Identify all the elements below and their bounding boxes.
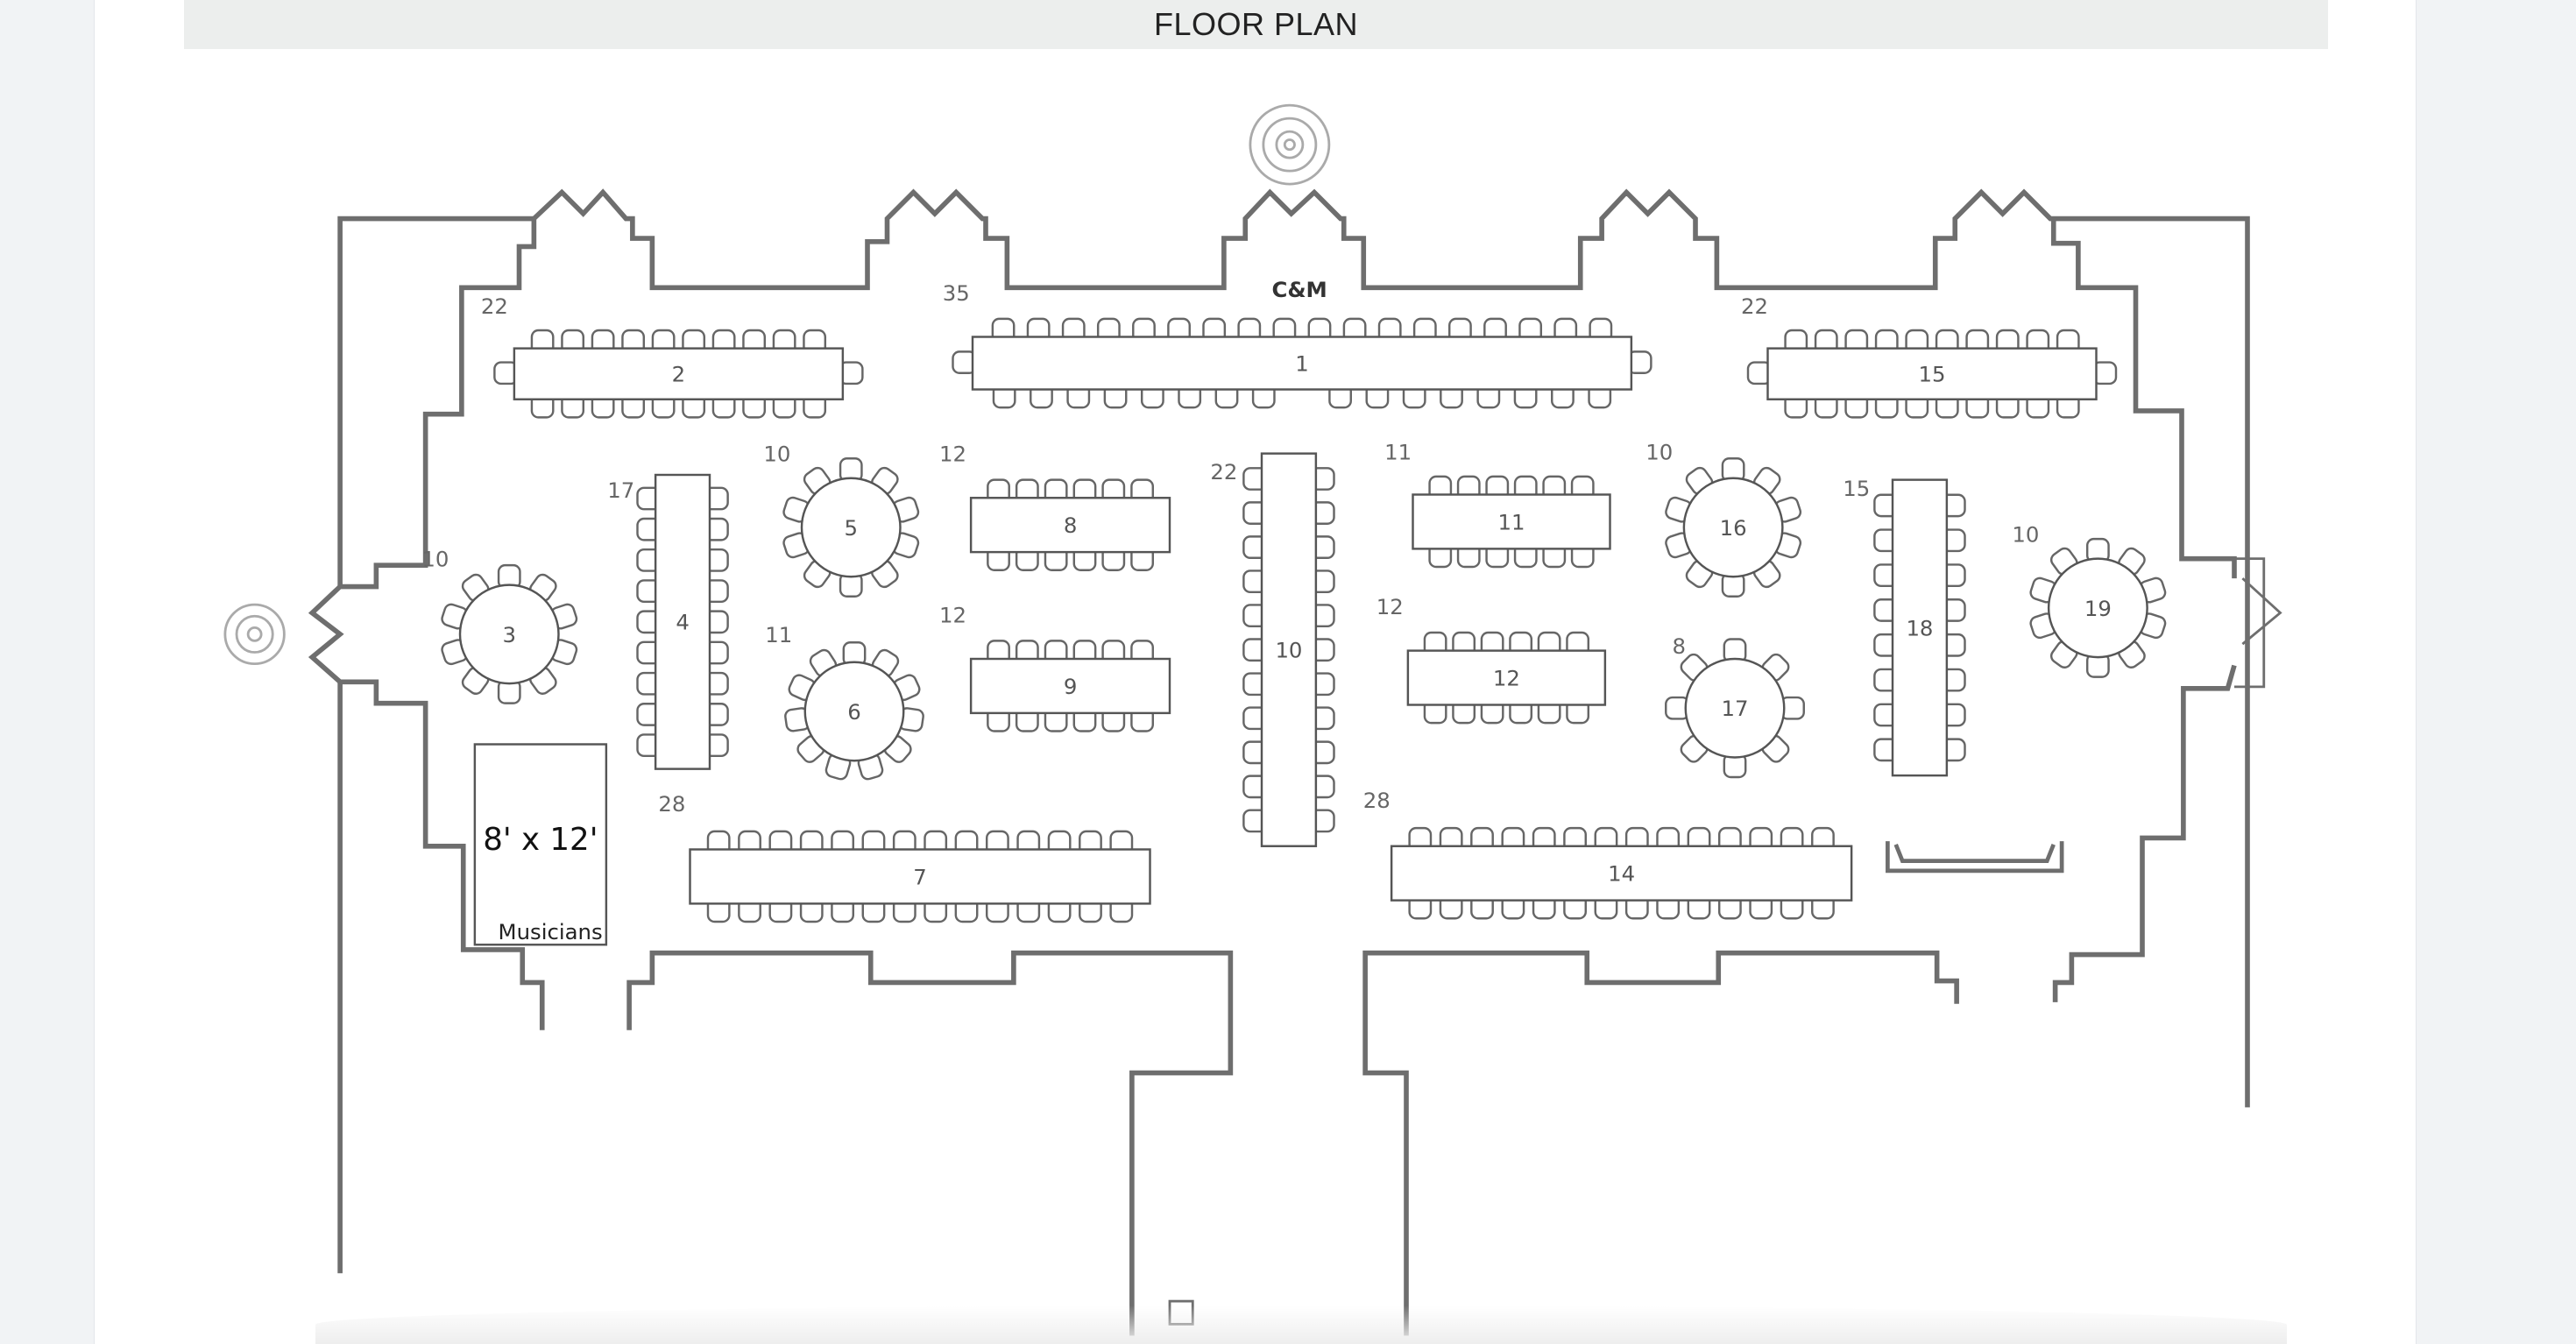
table-3[interactable]: 3 10 — [421, 547, 578, 704]
seat-count: 10 — [1645, 440, 1673, 465]
table-number: 15 — [1919, 362, 1946, 387]
table-4[interactable]: 4 17 — [607, 473, 729, 770]
table-number: 16 — [1720, 515, 1747, 541]
table-top — [1682, 477, 1784, 578]
stage-size: 8' x 12' — [483, 822, 598, 858]
table-top — [1260, 452, 1318, 847]
table-9[interactable]: 9 12 — [939, 602, 1171, 732]
seat-count: 28 — [658, 791, 685, 817]
seat-count: 12 — [939, 602, 966, 627]
bottom-wall-left — [626, 950, 1234, 1336]
table-number: 18 — [1906, 615, 1933, 640]
table-top — [971, 336, 1633, 391]
walls — [308, 188, 2282, 1336]
table-number: 5 — [845, 515, 859, 541]
table-number: 14 — [1608, 861, 1635, 887]
tables: 1352223104175106117288129121022111112121… — [421, 280, 2167, 923]
table-number: 2 — [672, 362, 686, 387]
seat-count: 12 — [939, 442, 966, 467]
table-number: 6 — [847, 699, 861, 725]
table-number: 10 — [1275, 638, 1302, 663]
seat-count: 28 — [1363, 788, 1391, 813]
bar-counter — [1886, 841, 2064, 874]
table-top — [1891, 478, 1949, 777]
section-title: FLOOR PLAN — [1153, 6, 1359, 42]
inner-wall-left — [308, 218, 545, 1030]
table-top — [1766, 347, 2098, 400]
table-11[interactable]: 11 11 — [1384, 440, 1611, 569]
seat-count: 17 — [607, 477, 634, 503]
musicians-stage: 8' x 12' Musicians — [473, 743, 608, 946]
speaker-target-top — [1249, 103, 1331, 186]
table-number: 9 — [1064, 674, 1078, 699]
seat-count: 12 — [1376, 594, 1404, 619]
table-7[interactable]: 7 28 — [658, 791, 1151, 923]
seat-count: 35 — [943, 280, 970, 306]
table-number: 11 — [1498, 509, 1525, 534]
table-top — [2047, 557, 2148, 659]
seat-count: 10 — [2012, 521, 2039, 547]
bottom-shadow — [315, 1305, 2287, 1344]
seat-count: 22 — [1210, 459, 1237, 485]
speaker-target-left — [223, 603, 286, 666]
table-top — [513, 347, 845, 400]
stage-label: Musicians — [499, 919, 603, 944]
table-12[interactable]: 12 12 — [1376, 594, 1607, 725]
table-top — [689, 848, 1151, 905]
table-top — [1390, 845, 1853, 902]
table-number: 7 — [913, 864, 927, 889]
seat-count: 22 — [1741, 294, 1768, 319]
table-top — [800, 477, 902, 578]
table-number: 17 — [1722, 696, 1749, 721]
table-number: 4 — [676, 610, 690, 635]
table-top — [969, 497, 1171, 554]
table-10[interactable]: 10 22 — [1210, 452, 1335, 847]
bottom-wall-right — [1362, 950, 1959, 1336]
inner-wall-right — [2050, 218, 2237, 1002]
seat-count: 11 — [765, 622, 792, 647]
table-8[interactable]: 8 12 — [939, 442, 1171, 571]
seat-count: 10 — [421, 547, 449, 572]
table-number: 8 — [1064, 513, 1078, 538]
head-table-label: C&M — [1271, 277, 1327, 302]
seat-count: 15 — [1843, 476, 1870, 501]
table-number: 1 — [1295, 350, 1309, 376]
seat-count: 22 — [481, 294, 508, 319]
table-top — [969, 657, 1171, 715]
table-14[interactable]: 14 28 — [1363, 788, 1853, 920]
seat-count: 8 — [1673, 633, 1687, 659]
table-5[interactable]: 5 10 — [763, 442, 920, 598]
table-1[interactable]: 1 35 — [943, 280, 1652, 409]
table-17[interactable]: 17 8 — [1665, 633, 1805, 779]
outer-wall-left — [337, 216, 534, 1274]
section-header: FLOOR PLAN — [184, 0, 2328, 49]
table-number: 3 — [503, 622, 517, 647]
table-top — [1406, 649, 1607, 706]
table-top — [458, 584, 560, 685]
table-6[interactable]: 6 11 — [765, 622, 924, 781]
table-top — [803, 661, 905, 762]
seat-count: 10 — [763, 442, 790, 467]
table-top — [654, 473, 711, 770]
table-number: 12 — [1493, 665, 1520, 690]
seat-count: 11 — [1384, 440, 1412, 465]
table-top — [1412, 493, 1611, 550]
table-number: 19 — [2084, 596, 2112, 621]
table-2[interactable]: 222 — [481, 294, 864, 419]
table-top — [1684, 657, 1786, 759]
top-wall — [532, 188, 2250, 1107]
right-door — [2234, 557, 2282, 689]
